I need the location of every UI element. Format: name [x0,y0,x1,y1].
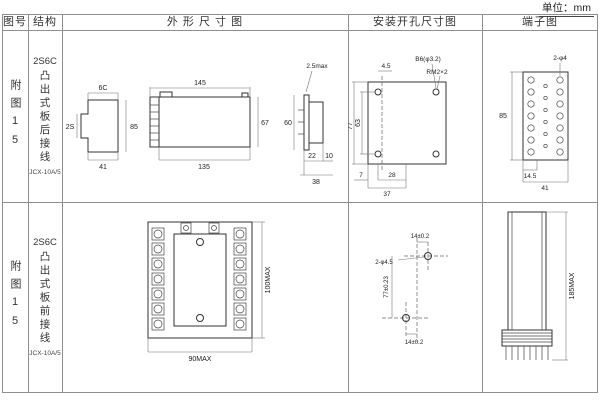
thread-spec-label: RM2×2 [426,69,448,76]
relay-front-view [149,87,259,161]
terminal-hole-label: 2-φ4 [553,55,567,62]
type-code-row2: JCX-10A/5 [29,350,61,358]
table-left-border [2,14,3,392]
dim-top-offset: 4.5 [381,63,390,70]
unit-label: 单位：mm [539,0,594,17]
dim-socket-height: 100MAX [265,266,272,293]
header-structure: 结构 [33,16,57,28]
terminal-block-view [510,63,569,183]
dim-left-outer: 77 [348,122,354,130]
col-line-3 [348,14,349,392]
dim-side-b1: 22 [308,153,316,160]
dim-profile-bottom: 41 [99,164,107,171]
drill-pattern-view [382,238,448,342]
row-separator [2,202,598,203]
dim-terminal-bottom-outer: 41 [541,185,549,192]
terminal-drawing-rear-wiring: 2-φ4 85 14.5 41 [499,55,569,192]
dim-left-inner: 63 [355,119,362,127]
fig-no-cell-row1: 附图15 [2,30,28,202]
table-right-border [597,14,598,392]
mounting-drawing-front-wiring: 14±0.2 2-φ4.5 77±0.23 14±0.2 [375,234,448,346]
dim-front-bottom: 135 [198,164,210,171]
col-line-2 [62,14,63,392]
relay-socket-front-view [147,221,265,353]
type-code-row1: JCX-10A/5 [29,169,61,177]
table-top-border [2,14,598,15]
model-row2: 2S6C [33,236,57,248]
outline-drawing-rear-wiring: 6C 2S 85 41 145 135 67 [66,63,333,186]
mounting-drawing-rear-wiring: 4.5 B6(φ3.2) RM2×2 77 63 7 28 37 [348,56,448,198]
structure-cell-row2: 2S6C 凸出式板前接线 JCX-10A/5 [28,202,62,392]
panel-cutout-view [352,63,447,189]
header-outline: 外 形 尺 寸 图 [166,16,244,28]
col-line-1 [28,14,29,392]
hole-diameter-label: 2-φ4.5 [375,260,393,266]
header-terminal: 端子图 [522,16,558,28]
dim-profile-top: 6C [99,85,108,92]
fig-no-cell-row2: 附图15 [2,202,28,392]
dim-terminal-bottom-inner: 14.5 [524,173,537,180]
outline-drawing-front-wiring: 90MAX 100MAX [147,221,272,363]
relay-side-section-view [293,70,333,176]
dim-bottom-left: 7 [359,172,363,179]
header-bottom-border [2,30,598,31]
table-bottom-border [2,392,598,393]
dim-profile-right: 85 [130,124,138,131]
dim-relay-height: 185MAX [569,272,576,299]
dim-side-left: 60 [284,120,292,127]
fig-no-row1: 附图15 [9,79,21,153]
col-line-4 [482,14,483,392]
hole-spec-label: B6(φ3.2) [415,56,441,63]
structure-desc-row1: 凸出式板后接线 [38,69,51,165]
relay-side-profile-view [76,92,127,161]
model-row1: 2S6C [33,55,57,67]
dim-side-b3: 38 [312,179,320,186]
dim-bottom-inner: 28 [388,172,396,179]
dim-hole-top: 14±0.2 [411,234,430,240]
fig-no-row2: 附图15 [9,260,21,334]
dim-profile-left: 2S [66,124,75,131]
header-mounting: 安装开孔尺寸图 [373,16,457,28]
dim-front-top: 145 [194,80,206,87]
dim-bottom-outer: 37 [383,191,391,198]
dim-front-right: 67 [261,120,269,127]
dim-side-top: 2.5max [306,63,328,70]
dim-hole-left: 77±0.23 [384,276,390,298]
dim-side-b2: 10 [325,153,333,160]
dim-hole-bottom: 14±0.2 [405,340,424,346]
dim-socket-width: 90MAX [189,356,212,363]
relay-side-elevation-view [501,211,568,361]
structure-desc-row2: 凸出式板前接线 [38,250,51,346]
dim-terminal-left: 85 [499,113,507,120]
structure-cell-row1: 2S6C 凸出式板后接线 JCX-10A/5 [28,30,62,202]
header-fig-no: 图号 [3,16,27,28]
terminal-drawing-front-wiring: 185MAX [501,211,576,361]
